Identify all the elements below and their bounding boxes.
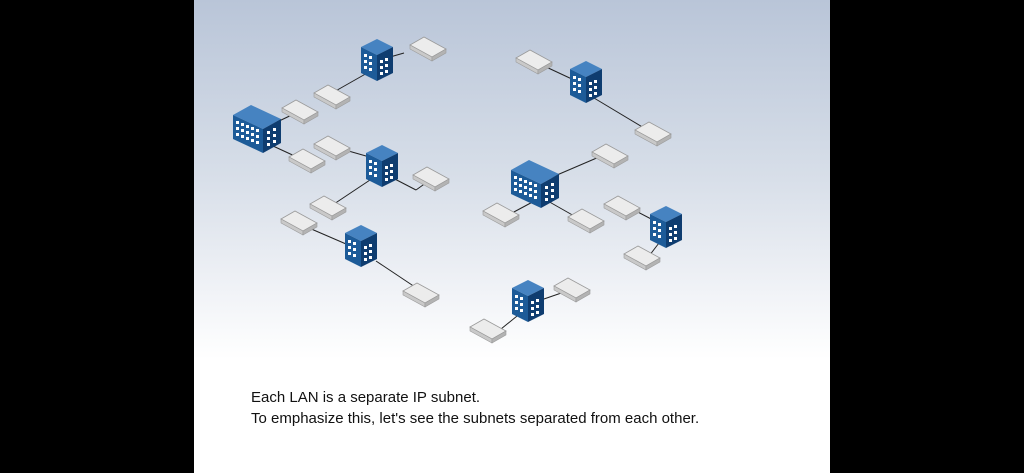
link — [543, 65, 575, 81]
building-icon — [511, 160, 559, 208]
switch-icon — [412, 166, 450, 192]
buildings — [233, 39, 682, 322]
switch-icon — [288, 148, 326, 174]
switch-icon — [567, 208, 605, 234]
building-icon — [570, 61, 602, 103]
building-icon — [345, 225, 377, 267]
link — [593, 97, 650, 132]
caption: Each LAN is a separate IP subnet. To emp… — [251, 387, 699, 429]
switch-icon — [591, 143, 629, 169]
caption-line-2: To emphasize this, let's see the subnets… — [251, 410, 700, 427]
slide-canvas: Each LAN is a separate IP subnet. To emp… — [194, 0, 830, 473]
building-icon — [512, 280, 544, 322]
switch-icon — [515, 49, 553, 75]
switch-icon — [281, 99, 319, 125]
switch-icon — [623, 245, 661, 271]
building-icon — [650, 206, 682, 248]
network-diagram — [233, 36, 682, 344]
caption-line-1: Each LAN is a separate IP subnet. — [251, 389, 481, 406]
link — [331, 71, 370, 94]
building-icon — [361, 39, 393, 81]
switch-icon — [482, 202, 520, 228]
switch-icon — [313, 84, 351, 110]
switch-icon — [553, 277, 591, 303]
switch-icon — [313, 135, 351, 161]
switches — [280, 36, 672, 344]
switch-icon — [402, 282, 440, 308]
building-icon — [366, 145, 398, 187]
link — [333, 177, 374, 205]
switch-icon — [280, 210, 318, 236]
building-icon — [233, 105, 281, 153]
switch-icon — [409, 36, 447, 62]
switch-icon — [469, 318, 507, 344]
switch-icon — [603, 195, 641, 221]
